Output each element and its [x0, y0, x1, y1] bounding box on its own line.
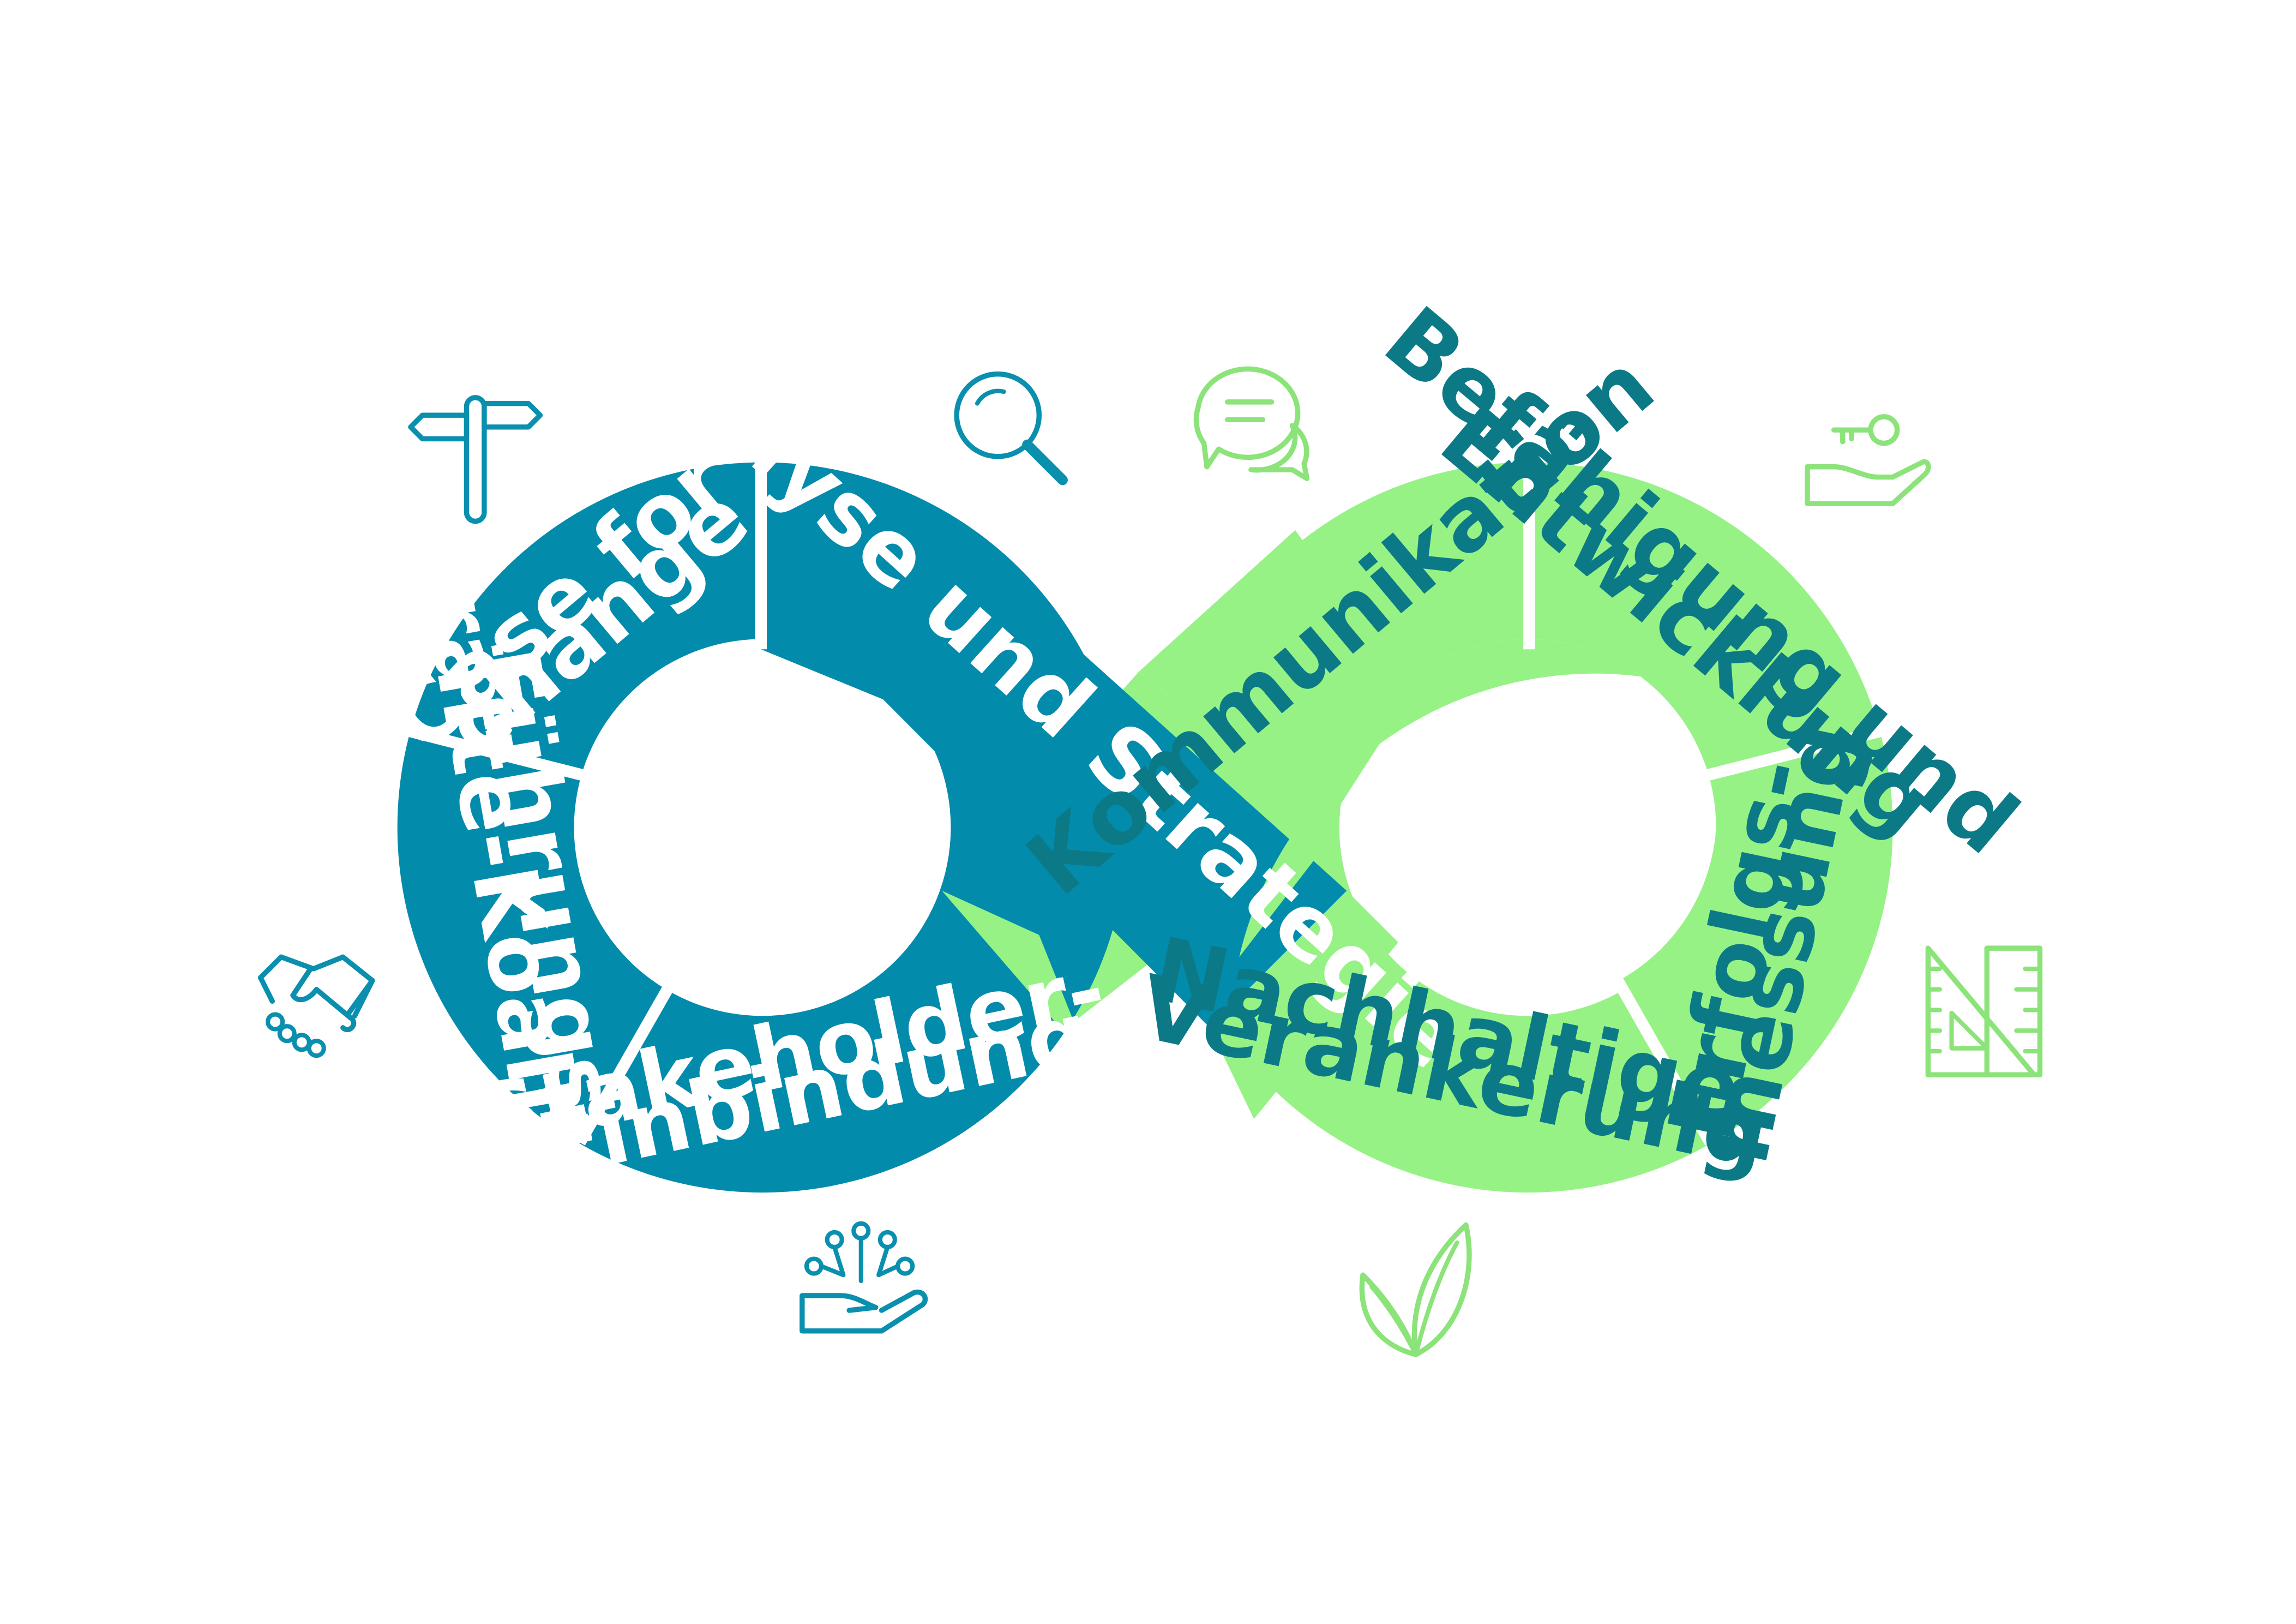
signpost-icon — [408, 395, 543, 524]
divider-green-right — [1697, 724, 1886, 783]
blue-ring-mask — [942, 890, 1075, 1031]
green-band-after — [1210, 890, 1398, 1119]
divider-blue-left — [405, 724, 593, 783]
ruler-triangle-icon — [1925, 945, 2043, 1077]
blue-band-cross — [761, 460, 1347, 1028]
blue-loop — [397, 460, 1398, 1193]
divider-blue-bottom — [574, 974, 680, 1146]
key-in-hand-icon — [1805, 414, 1931, 506]
handshake-icon — [257, 954, 375, 1058]
speech-bubbles-icon — [1193, 366, 1310, 481]
magnifier-icon — [954, 371, 1068, 486]
green-band-top — [1139, 530, 1413, 825]
leaves-icon — [1359, 1222, 1472, 1357]
network-hand-icon — [800, 1221, 928, 1334]
divider-green-bottom — [1610, 974, 1716, 1146]
